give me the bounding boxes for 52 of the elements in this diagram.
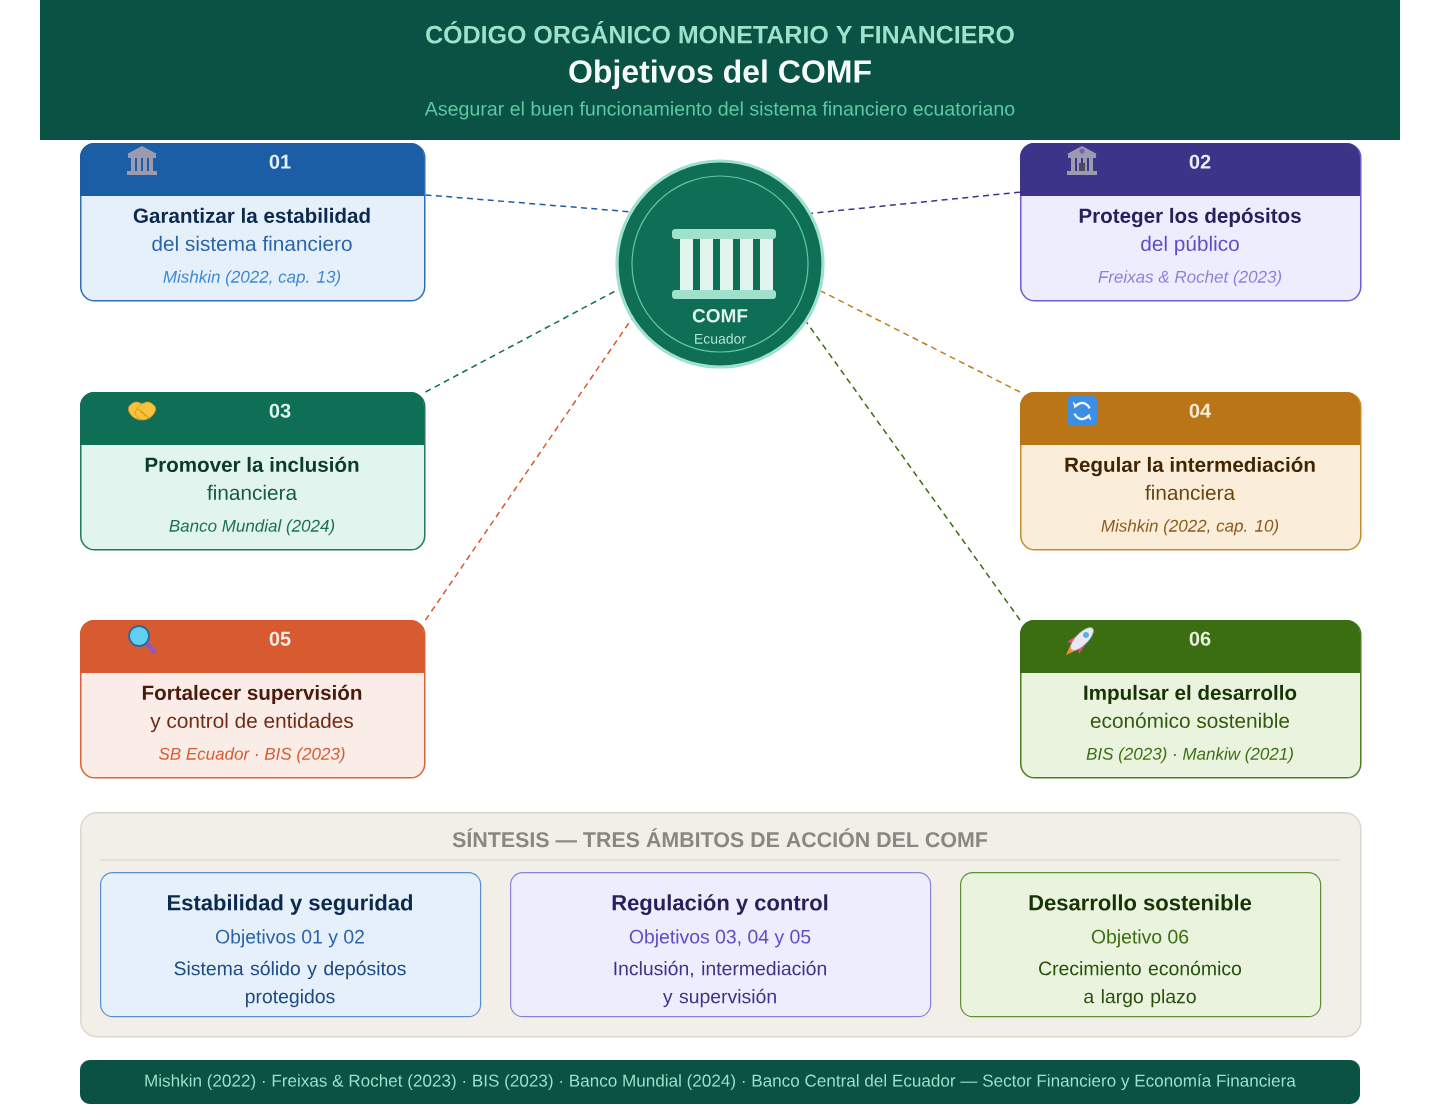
objective-card bbox=[1020, 392, 1362, 551]
panel-heading: SÍNTESIS — TRES ÁMBITOS DE ACCIÓN DEL COMF bbox=[452, 828, 988, 848]
citation: Mishkin (2022, cap. 13) bbox=[163, 270, 341, 287]
card-title: Regular la intermediación bbox=[1065, 456, 1315, 477]
citation: Mishkin (2022, cap. 10) bbox=[1101, 519, 1279, 536]
citation: Freixas & Rochet (2023) bbox=[1098, 270, 1282, 287]
summary-card bbox=[960, 872, 1322, 1018]
card-subtitle: y control de entidades bbox=[150, 712, 353, 733]
summary-card bbox=[510, 872, 932, 1018]
card-number: 04 bbox=[1189, 403, 1211, 418]
citation: BIS (2023) · Mankiw (2021) bbox=[1086, 747, 1293, 764]
box-title: Desarrollo sostenible bbox=[1029, 894, 1252, 911]
card-number: 02 bbox=[1189, 154, 1211, 169]
box-text: Sistema sólido y depósitos protegidos bbox=[174, 960, 406, 1008]
connector-line bbox=[820, 290, 1021, 393]
box-text: Inclusión, intermediación y supervisión bbox=[614, 960, 826, 1008]
diagram-title: Objetivos del COMF bbox=[569, 59, 871, 90]
card-title: Fortalecer supervisión bbox=[142, 684, 362, 705]
card-title: Garantizar la estabilidad bbox=[133, 207, 370, 223]
card-number: 01 bbox=[269, 154, 291, 169]
connector-line bbox=[805, 321, 1021, 621]
header-subtitle: Asegurar el buen funcionamiento del sistema financiero ecuatoriano bbox=[424, 101, 1015, 120]
card-number: 03 bbox=[269, 403, 291, 418]
card-subtitle: financiera bbox=[1145, 484, 1236, 501]
citation: SB Ecuador · BIS (2023) bbox=[158, 747, 345, 764]
card-subtitle: económico sostenible bbox=[1090, 712, 1290, 729]
summary-card bbox=[100, 872, 482, 1018]
objective-card bbox=[80, 620, 426, 779]
objective-card bbox=[80, 392, 426, 551]
header-kicker: CÓDIGO ORGÁNICO MONETARIO Y FINANCIERO bbox=[426, 21, 1014, 44]
card-number: 06 bbox=[1189, 631, 1211, 646]
box-title: Regulación y control bbox=[612, 894, 828, 915]
connector-line bbox=[424, 194, 631, 213]
card-number: 05 bbox=[269, 631, 291, 646]
hub-circle bbox=[615, 159, 825, 369]
box-subtitle: Objetivos 03, 04 y 05 bbox=[629, 929, 811, 948]
card-title: Promover la inclusión bbox=[145, 456, 359, 472]
hub-title: COMF bbox=[692, 309, 748, 323]
citation: Banco Mundial (2024) bbox=[169, 519, 335, 536]
objective-card bbox=[1020, 620, 1362, 779]
card-subtitle: financiera bbox=[207, 484, 298, 501]
card-title: Impulsar el desarrollo bbox=[1084, 684, 1297, 705]
hub-subtitle: Ecuador bbox=[695, 333, 746, 344]
box-subtitle: Objetivos 01 y 02 bbox=[215, 929, 364, 948]
footer-band: Mishkin (2022) · Freixas & Rochet (2023) · BIS (2023) · Banco Mundial (2024) · Banco Central del Ecuador — Sector Financiero y Economía Financiera bbox=[80, 1060, 1360, 1104]
box-title: Estabilidad y seguridad bbox=[168, 894, 412, 915]
card-subtitle: del sistema financiero bbox=[152, 235, 352, 252]
box-subtitle: Objetivo 06 bbox=[1091, 929, 1189, 948]
connector-line bbox=[424, 288, 620, 393]
card-subtitle: del público bbox=[1141, 235, 1239, 256]
box-text: Crecimiento económico a largo plazo bbox=[1039, 960, 1242, 1008]
objective-card bbox=[80, 143, 426, 302]
